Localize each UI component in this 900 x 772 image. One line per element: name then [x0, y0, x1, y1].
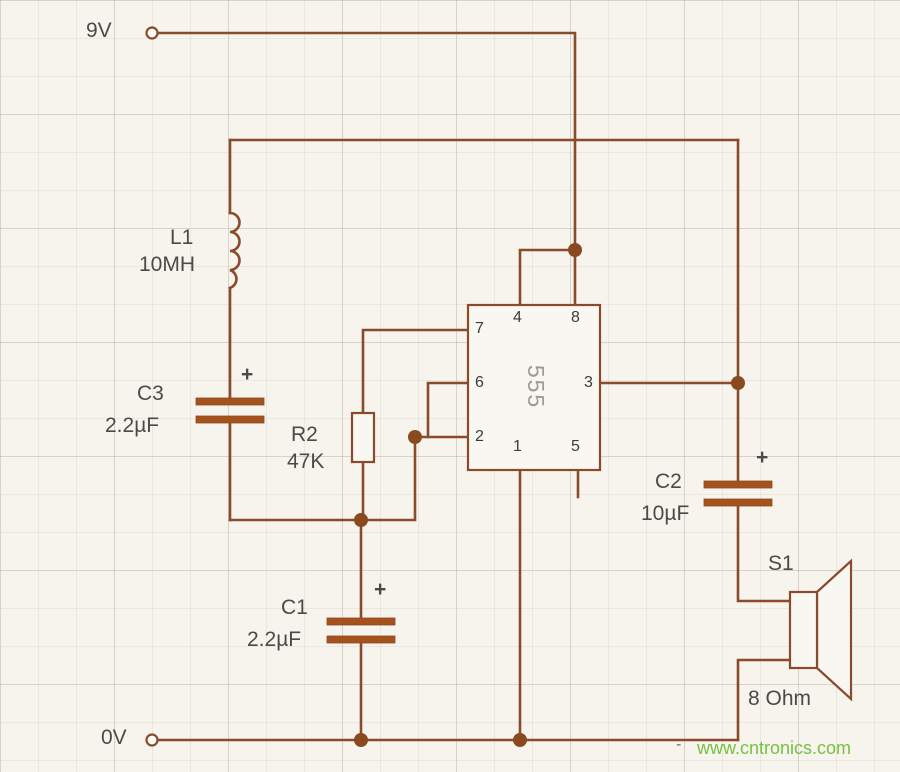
resistor-r2-body: [350, 411, 376, 464]
capacitor-c1-plates: [326, 617, 396, 644]
speaker-s1-symbol: [788, 558, 853, 702]
c3-name-label: C3: [137, 382, 164, 405]
watermark-text: www.cntronics.com: [697, 738, 852, 758]
wire-mid-rail: [228, 435, 470, 522]
ic-pin-1: 1: [513, 438, 522, 455]
c3-plate-top: [195, 397, 265, 406]
ic-pin-6: 6: [475, 374, 484, 391]
wire-pin7-to-r2: [361, 328, 470, 415]
junction-dot: [354, 513, 368, 527]
wire-9v-feed: [155, 31, 577, 252]
supply-terminals: [145, 26, 159, 747]
c3-plate-bottom: [195, 415, 265, 424]
terminal-9v: [145, 26, 159, 40]
capacitor-c3-plates: [195, 397, 265, 424]
supply-9v-label: 9V: [86, 19, 112, 42]
junction-dot: [568, 243, 582, 257]
ic-pin-3: 3: [584, 374, 593, 391]
ic-555-body: [466, 303, 602, 472]
junction-dot: [731, 376, 745, 390]
capacitor-c2-plates: [703, 480, 773, 507]
supply-0v-label: 0V: [101, 726, 127, 749]
ic-pin-7: 7: [475, 320, 484, 337]
c2-value-label: 10µF: [641, 502, 690, 525]
c2-name-label: C2: [655, 470, 682, 493]
c2-plate-bottom: [703, 498, 773, 507]
c1-value-label: 2.2µF: [247, 628, 302, 651]
c3-value-label: 2.2µF: [105, 414, 160, 437]
terminal-0v: [145, 733, 159, 747]
wires: [155, 31, 792, 742]
speaker-cone: [815, 558, 853, 702]
c3-plus-sign: +: [241, 363, 254, 386]
speaker-magnet: [788, 590, 819, 670]
inductor-l1-coil: [228, 211, 241, 290]
r2-value-label: 47K: [287, 450, 325, 473]
ic-555-label: 555: [523, 364, 550, 410]
junction-dot: [513, 733, 527, 747]
ic-pin-5: 5: [571, 438, 580, 455]
watermark-dash: -: [676, 736, 682, 753]
ic-pin-4: 4: [513, 309, 522, 326]
wire-pin6: [426, 381, 470, 439]
c2-plus-sign: +: [756, 446, 769, 469]
wire-c2-to-speaker: [736, 504, 792, 603]
s1-name-label: S1: [768, 552, 794, 575]
wire-pin4-pin8-feed: [518, 248, 577, 307]
c1-plate-bottom: [326, 635, 396, 644]
r2-name-label: R2: [291, 423, 318, 446]
c1-name-label: C1: [281, 596, 308, 619]
l1-name-label: L1: [170, 226, 194, 249]
c2-plate-top: [703, 480, 773, 489]
c1-plus-sign: +: [374, 578, 387, 601]
junction-dot: [408, 430, 422, 444]
l1-value-label: 10MH: [139, 253, 196, 276]
ic-pin-8: 8: [571, 309, 580, 326]
c1-plate-top: [326, 617, 396, 626]
junction-dots: [354, 243, 745, 747]
ic-pin-2: 2: [475, 428, 484, 445]
junction-dot: [354, 733, 368, 747]
s1-value-label: 8 Ohm: [748, 687, 812, 710]
wire-speaker-return: [736, 658, 792, 742]
